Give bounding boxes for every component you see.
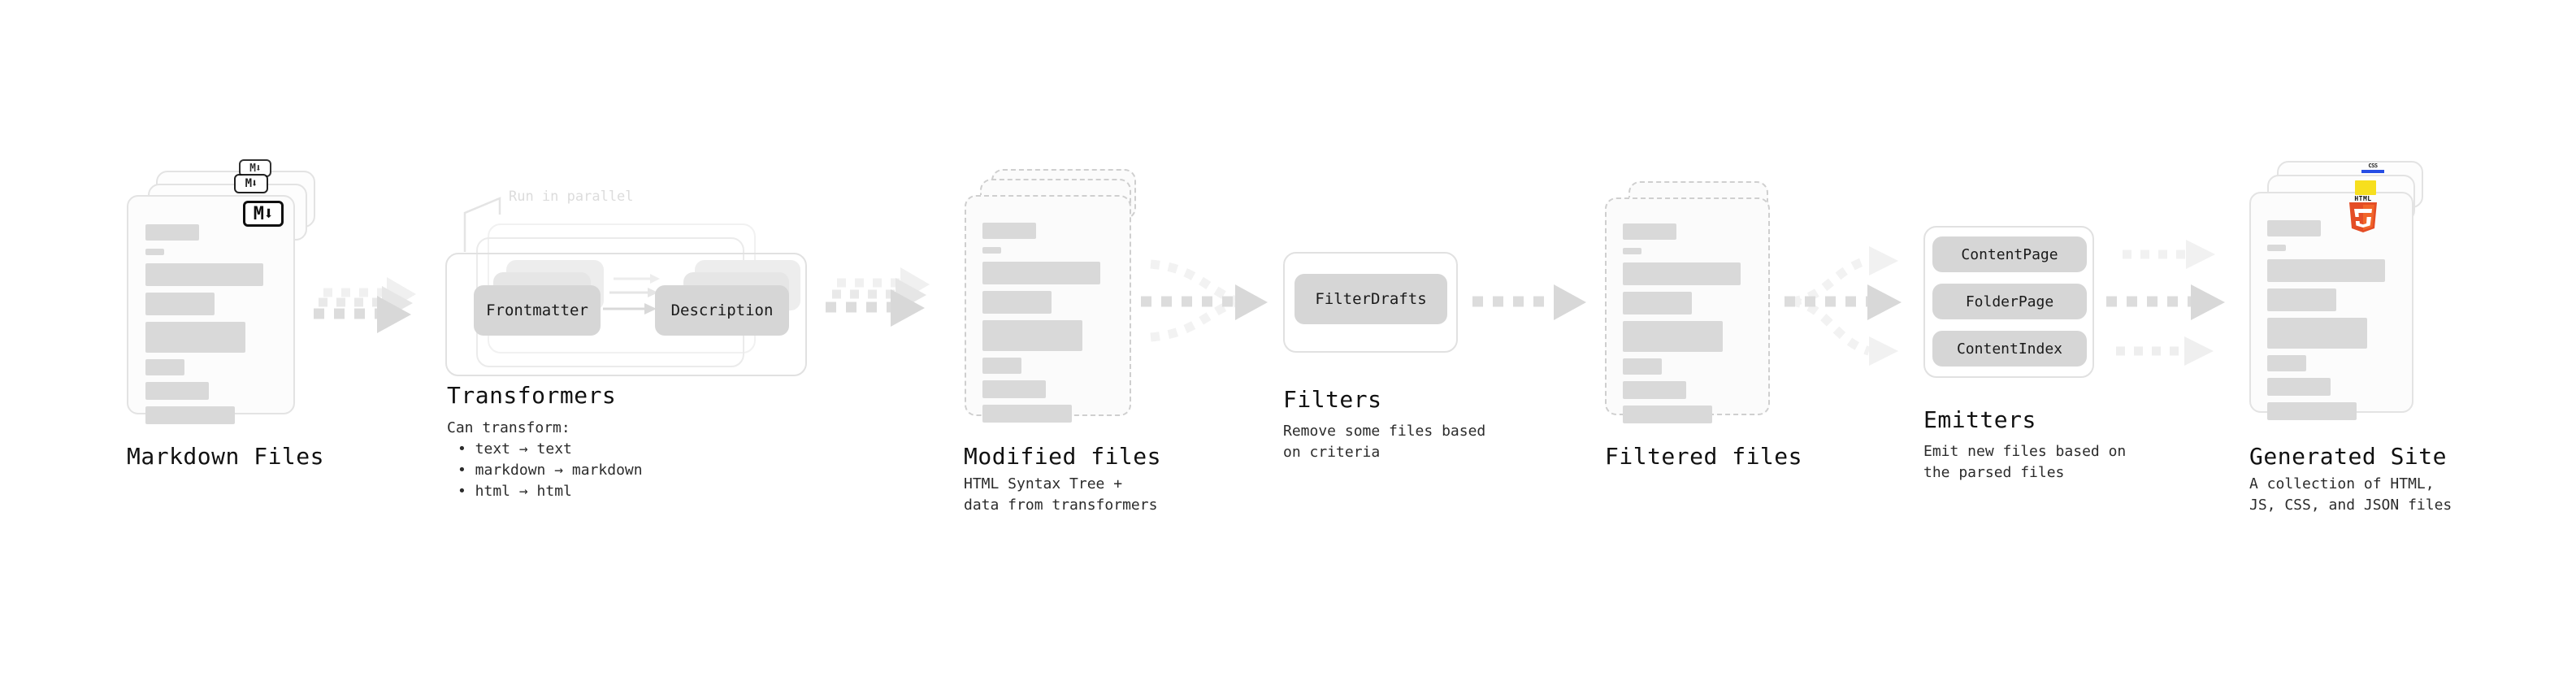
skeleton-bar <box>1623 381 1686 399</box>
emitter-pill-folderpage[interactable]: FolderPage <box>1932 284 2087 319</box>
filtered-files-title: Filtered files <box>1605 443 1803 470</box>
emitters-title: Emitters <box>1923 406 2036 433</box>
skeleton-bar <box>2267 245 2286 251</box>
html5-icon-label: HTML <box>2354 195 2372 202</box>
emitters-description-line-2: the parsed files <box>1923 464 2065 481</box>
skeleton-bar <box>982 380 1046 398</box>
skeleton-bar <box>1623 321 1723 352</box>
transformers-bullet-1: • text → text <box>458 440 572 458</box>
html5-icon: HTML <box>2347 195 2379 234</box>
modified-card-front <box>965 195 1131 423</box>
skeleton-bar <box>1623 292 1692 314</box>
markdown-icon: M⬇ <box>239 159 271 177</box>
transformers-description-heading: Can transform: <box>447 419 570 436</box>
skeleton-bar <box>2267 402 2357 420</box>
css-icon: CSS <box>2361 163 2384 174</box>
skeleton-bar <box>145 293 215 315</box>
filters-title: Filters <box>1283 386 1382 413</box>
transformer-pill-description[interactable]: Description <box>655 285 789 336</box>
transformers-bullet-3: • html → html <box>458 483 572 500</box>
markdown-icon: M⬇ <box>234 174 268 193</box>
skeleton-bar <box>145 406 235 424</box>
emitters-description-line-1: Emit new files based on <box>1923 443 2127 460</box>
filtered-card-front <box>1605 197 1770 423</box>
modified-files-description-line-1: HTML Syntax Tree + <box>964 475 1123 492</box>
skeleton-bar <box>982 320 1082 351</box>
filters-description-line-2: on criteria <box>1283 444 1381 461</box>
skeleton-bar <box>1623 248 1641 254</box>
skeleton-bar <box>982 262 1100 284</box>
skeleton-bar <box>145 224 199 241</box>
transformers-bullet-2: • markdown → markdown <box>458 462 643 479</box>
css-icon-label: CSS <box>2368 163 2378 169</box>
transformers-frame-front <box>445 253 807 376</box>
emitter-pill-contentindex[interactable]: ContentIndex <box>1932 331 2087 367</box>
modified-files-description-line-2: data from transformers <box>964 497 1158 514</box>
transformers-title: Transformers <box>447 382 617 409</box>
skeleton-bar <box>1623 358 1662 375</box>
skeleton-bar <box>1623 223 1676 240</box>
run-in-parallel-label: Run in parallel <box>509 189 634 205</box>
skeleton-bar <box>982 223 1036 239</box>
skeleton-bar <box>1623 406 1712 423</box>
skeleton-bar <box>145 359 184 375</box>
markdown-icon: M⬇ <box>243 201 284 227</box>
markdown-card-front <box>127 195 295 424</box>
skeleton-bar <box>145 322 245 353</box>
skeleton-bar <box>2267 355 2306 371</box>
skeleton-bar <box>982 247 1001 254</box>
markdown-files-title: Markdown Files <box>127 443 325 470</box>
modified-files-title: Modified files <box>964 443 1162 470</box>
generated-site-title: Generated Site <box>2249 443 2448 470</box>
skeleton-bar <box>2267 220 2321 236</box>
js-icon <box>2355 180 2376 195</box>
filter-pill-filterdrafts[interactable]: FilterDrafts <box>1295 274 1447 324</box>
skeleton-bar <box>145 263 263 286</box>
skeleton-bar <box>2267 288 2336 311</box>
skeleton-bar <box>982 358 1021 374</box>
skeleton-bar <box>1623 262 1741 285</box>
emitter-pill-contentpage[interactable]: ContentPage <box>1932 236 2087 272</box>
filters-description-line-1: Remove some files based <box>1283 423 1486 440</box>
skeleton-bar <box>2267 318 2367 349</box>
generated-site-description-line-2: JS, CSS, and JSON files <box>2249 497 2452 514</box>
transformer-pill-frontmatter[interactable]: Frontmatter <box>474 285 601 336</box>
skeleton-bar <box>982 405 1072 423</box>
skeleton-bar <box>2267 259 2385 282</box>
skeleton-bar <box>145 249 164 255</box>
site-card-front <box>2249 192 2413 420</box>
skeleton-bar <box>2267 378 2331 396</box>
skeleton-bar <box>982 291 1052 314</box>
skeleton-bar <box>145 382 209 400</box>
generated-site-description-line-1: A collection of HTML, <box>2249 475 2435 492</box>
